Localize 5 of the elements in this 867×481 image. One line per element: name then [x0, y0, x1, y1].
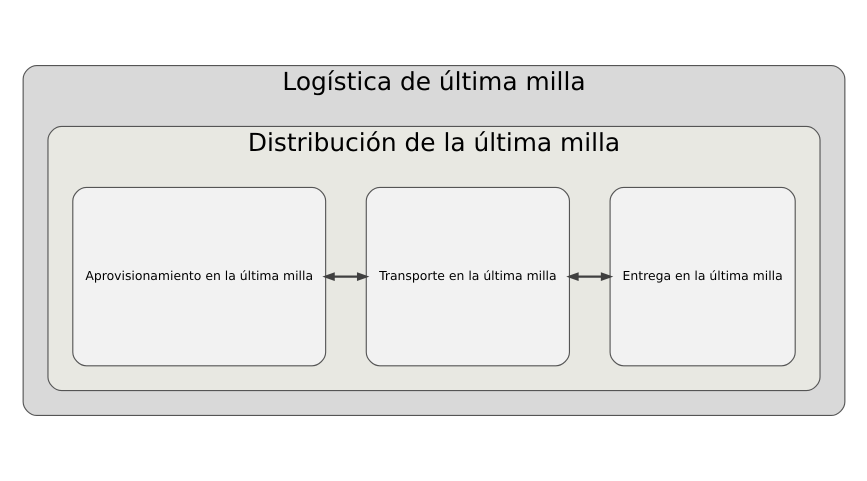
arrow	[566, 272, 613, 281]
node-box: Transporte en la última milla	[365, 186, 570, 366]
arrow	[322, 272, 369, 281]
node-box: Aprovisionamiento en la última milla	[72, 186, 326, 366]
node-box: Entrega en la última milla	[609, 186, 796, 366]
